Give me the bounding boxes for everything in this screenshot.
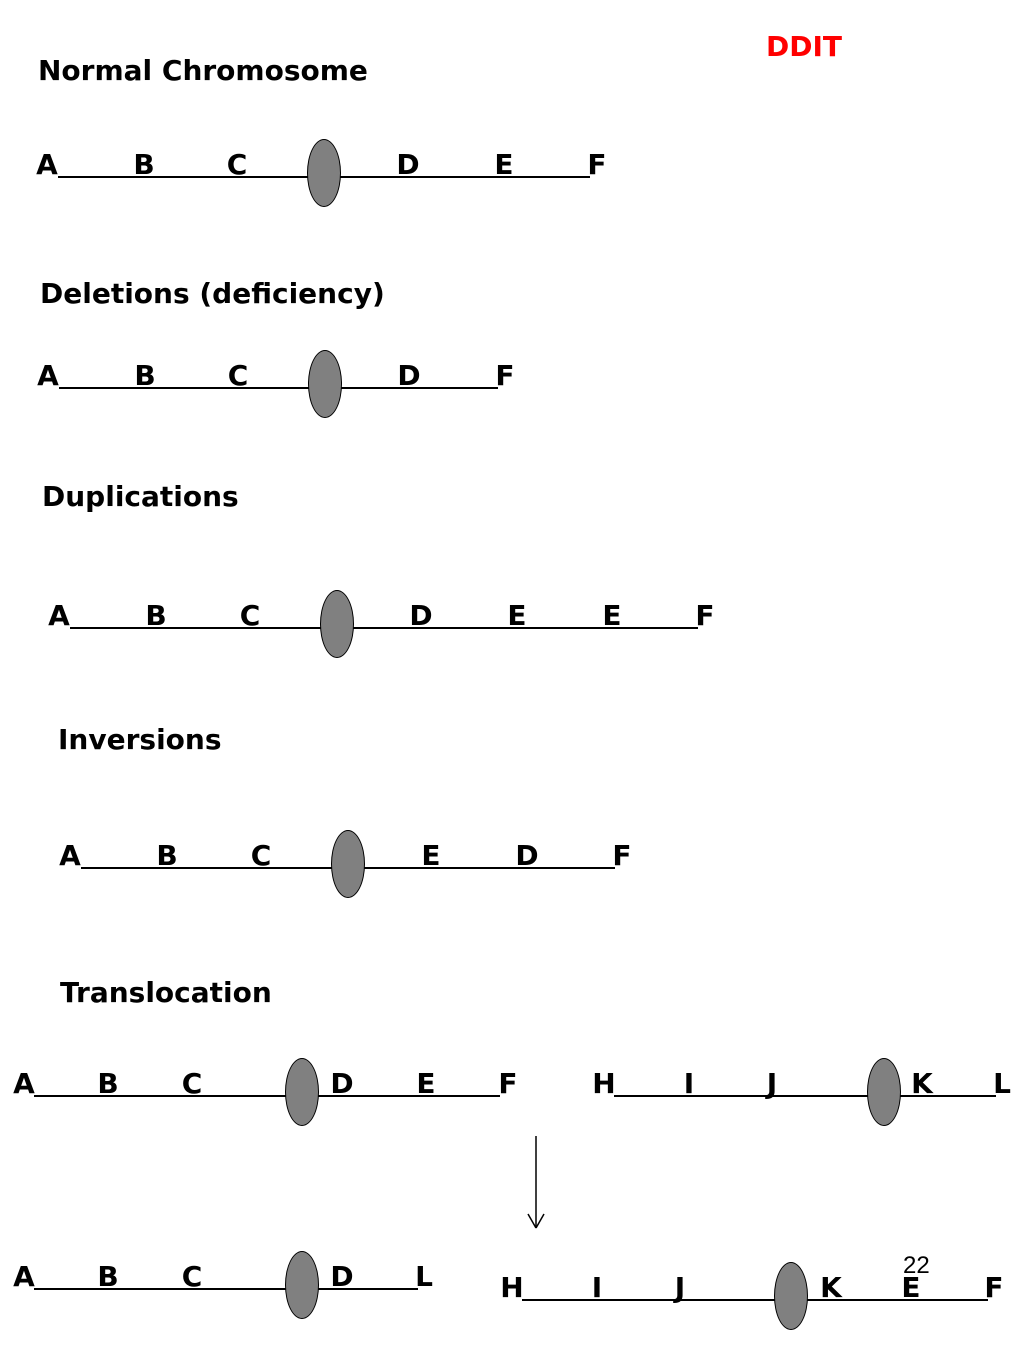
heading-normal-chromosome: Normal Chromosome	[38, 54, 368, 87]
centromere	[307, 139, 341, 207]
centromere	[867, 1058, 901, 1126]
gene-label: C	[227, 359, 249, 392]
gene-label: C	[181, 1260, 203, 1293]
gene-label: F	[984, 1271, 1004, 1304]
gene-label: H	[500, 1271, 524, 1304]
chromosome-normal: A B C D E F	[0, 139, 1024, 209]
gene-label: D	[396, 148, 420, 181]
centromere	[308, 350, 342, 418]
gene-label: E	[494, 148, 514, 181]
heading-inversions: Inversions	[58, 723, 222, 756]
gene-label: L	[415, 1260, 433, 1293]
page-number: 22	[903, 1252, 930, 1279]
chromosome-arm-line	[34, 1095, 500, 1097]
heading-deletions: Deletions (deficiency)	[40, 277, 385, 310]
gene-label: B	[134, 359, 156, 392]
gene-label: D	[330, 1260, 354, 1293]
chromosome-arm-line	[59, 387, 498, 389]
gene-label: C	[250, 839, 272, 872]
chromosome-arm-line	[34, 1288, 418, 1290]
gene-label: I	[591, 1271, 603, 1304]
gene-label: B	[145, 599, 167, 632]
gene-label: A	[59, 839, 81, 872]
heading-translocation: Translocation	[60, 976, 272, 1009]
gene-label: E	[602, 599, 622, 632]
gene-label: I	[683, 1067, 695, 1100]
chromosome-arm-line	[522, 1299, 988, 1301]
chromosome-arm-line	[70, 627, 698, 629]
gene-label: B	[156, 839, 178, 872]
gene-label: B	[97, 1067, 119, 1100]
gene-label: C	[239, 599, 261, 632]
gene-label: F	[587, 148, 607, 181]
gene-label: E	[421, 839, 441, 872]
gene-label: F	[695, 599, 715, 632]
gene-label: A	[48, 599, 70, 632]
gene-label: C	[181, 1067, 203, 1100]
gene-label: L	[993, 1067, 1011, 1100]
gene-label: D	[330, 1067, 354, 1100]
centromere	[331, 830, 365, 898]
gene-label: F	[498, 1067, 518, 1100]
gene-label: F	[495, 359, 515, 392]
gene-label: B	[97, 1260, 119, 1293]
gene-label: A	[36, 148, 58, 181]
gene-label: J	[674, 1271, 686, 1304]
centromere	[774, 1262, 808, 1330]
gene-label: D	[409, 599, 433, 632]
gene-label: D	[397, 359, 421, 392]
chromosome-arm-line	[614, 1095, 996, 1097]
centromere	[320, 590, 354, 658]
gene-label: F	[612, 839, 632, 872]
gene-label: E	[416, 1067, 436, 1100]
gene-label: A	[13, 1067, 35, 1100]
gene-label: K	[911, 1067, 933, 1100]
gene-label: E	[507, 599, 527, 632]
gene-label: A	[37, 359, 59, 392]
gene-label: H	[592, 1067, 616, 1100]
gene-label: K	[820, 1271, 842, 1304]
gene-label: D	[515, 839, 539, 872]
chromosome-translocation-before-2: H I J K L	[0, 1058, 1024, 1128]
centromere	[285, 1058, 319, 1126]
corner-label: DDIT	[766, 30, 843, 63]
gene-label: A	[13, 1260, 35, 1293]
chromosome-translocation-before-1: A B C D E F	[0, 1058, 1024, 1128]
heading-duplications: Duplications	[42, 480, 239, 513]
centromere	[285, 1251, 319, 1319]
gene-label: J	[766, 1067, 778, 1100]
gene-label: B	[133, 148, 155, 181]
gene-label: C	[226, 148, 248, 181]
translocation-arrow	[527, 1136, 545, 1229]
gene-label: E	[901, 1271, 921, 1304]
